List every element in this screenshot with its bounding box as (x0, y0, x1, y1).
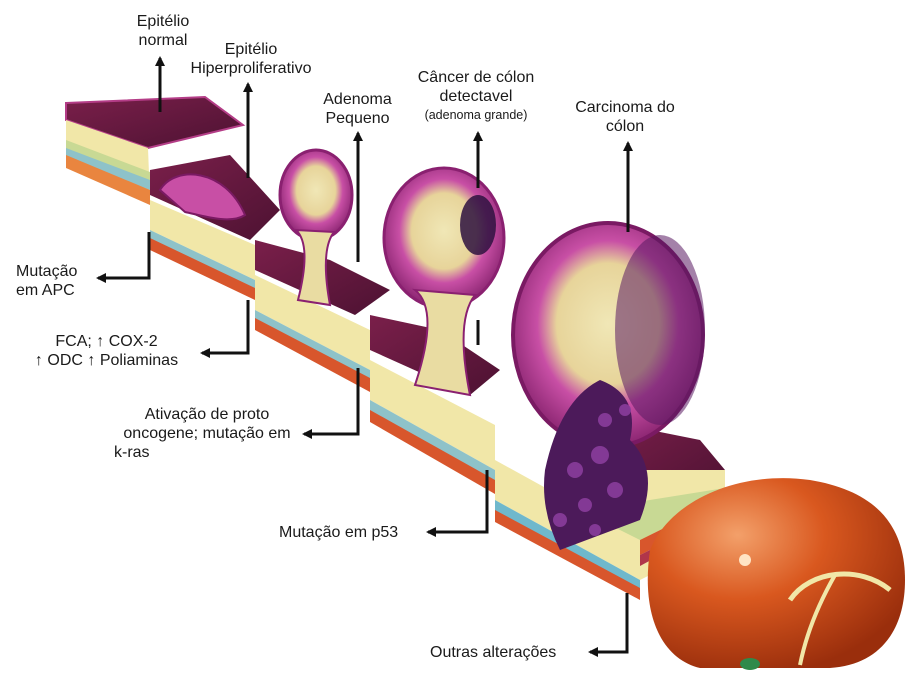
label-cancer-detectavel: Câncer de cólon detectavel (adenoma gran… (400, 68, 552, 125)
label-line: Epitélio (176, 40, 326, 59)
label-line: Ativação de proto (112, 405, 302, 424)
label-line: detectavel (400, 87, 552, 106)
label-epitelio-hiper: Epitélio Hiperproliferativo (176, 40, 326, 78)
label-line: oncogene; mutação em (112, 424, 302, 443)
label-line: cólon (560, 117, 690, 136)
label-line: Epitélio (123, 12, 203, 31)
label-line: Mutação (16, 262, 77, 281)
label-note: (adenoma grande) (400, 106, 552, 125)
label-line: FCA; ↑ COX-2 (14, 332, 199, 351)
label-line: em APC (16, 281, 77, 300)
liver-illustration (648, 478, 905, 670)
label-line: Carcinoma do (560, 98, 690, 117)
arrow-other (590, 593, 627, 652)
label-fca-cox: FCA; ↑ COX-2 ↑ ODC ↑ Poliaminas (14, 332, 199, 370)
label-adenoma-pequeno: Adenoma Pequeno (310, 90, 405, 128)
label-mutacao-apc: Mutação em APC (16, 262, 77, 300)
arrow-apc (98, 232, 149, 278)
label-carcinoma: Carcinoma do cólon (560, 98, 690, 136)
label-line: Adenoma (310, 90, 405, 109)
label-line: Câncer de cólon (400, 68, 552, 87)
label-kras: Ativação de proto oncogene; mutação em k… (112, 405, 302, 462)
arrow-cox (202, 300, 248, 353)
label-line: Hiperproliferativo (176, 59, 326, 78)
label-line: k-ras (112, 443, 302, 462)
label-mutacao-p53: Mutação em p53 (279, 523, 398, 542)
label-line: ↑ ODC ↑ Poliaminas (14, 351, 199, 370)
label-outras-alteracoes: Outras alterações (430, 643, 556, 662)
label-line: Pequeno (310, 109, 405, 128)
